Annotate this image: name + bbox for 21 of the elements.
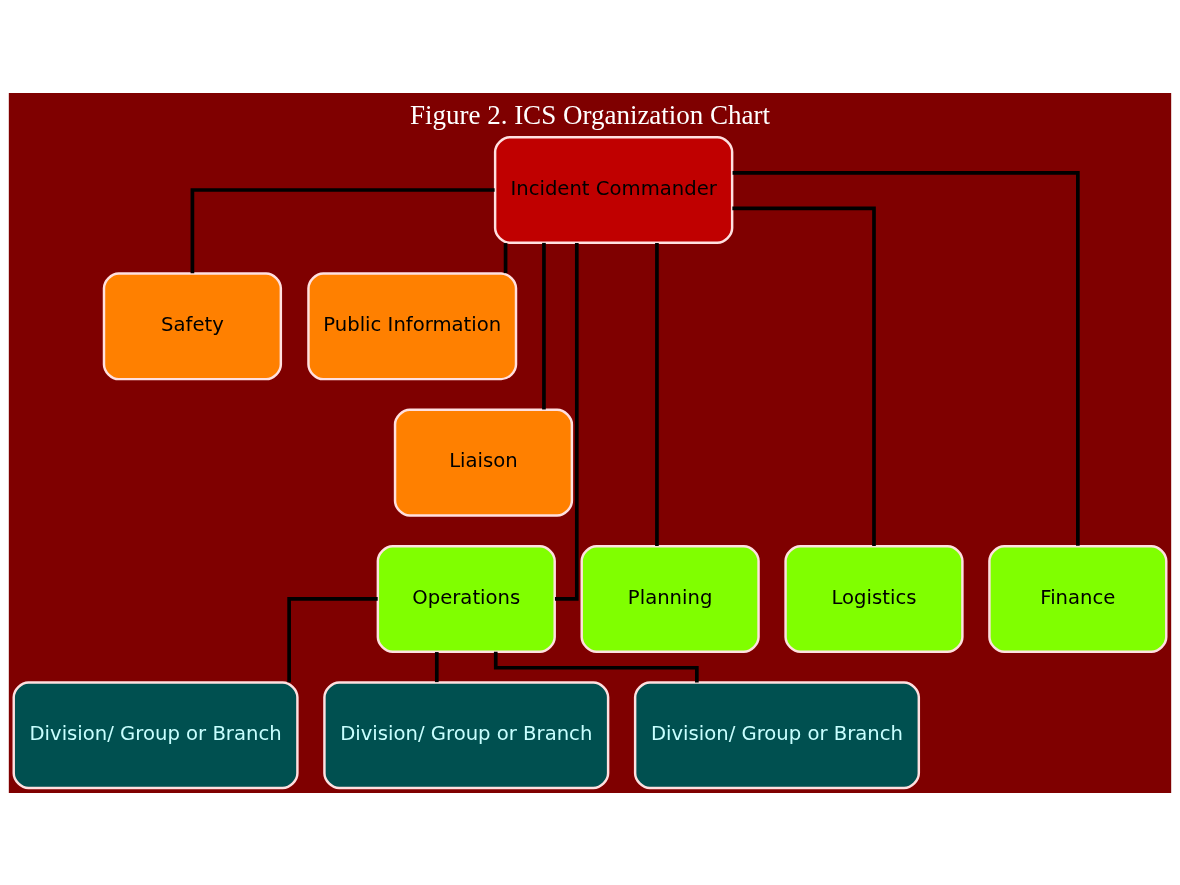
- node-box: Logistics: [784, 544, 964, 653]
- node-box: Operations: [376, 544, 556, 653]
- node-box: Safety: [102, 271, 283, 380]
- node-box: Division/ Group or Branch: [633, 680, 921, 789]
- connector: [493, 651, 699, 682]
- connector: [503, 242, 508, 273]
- node-box: Division/ Group or Branch: [12, 680, 299, 789]
- node-box: Liaison: [393, 408, 574, 517]
- connector: [190, 187, 495, 273]
- node-box: Finance: [988, 544, 1168, 653]
- node-box: Division/ Group or Branch: [323, 680, 610, 789]
- node-box: Incident Commander: [493, 135, 734, 244]
- connector: [732, 206, 876, 546]
- node-box: Planning: [580, 544, 760, 653]
- diagram-title: Figure 2. ICS Organization Chart: [409, 99, 771, 130]
- connector: [655, 242, 659, 546]
- connector: [287, 596, 378, 682]
- connector: [434, 651, 439, 682]
- node-box: Public Information: [307, 271, 518, 380]
- connector: [732, 170, 1080, 546]
- connector: [542, 242, 546, 409]
